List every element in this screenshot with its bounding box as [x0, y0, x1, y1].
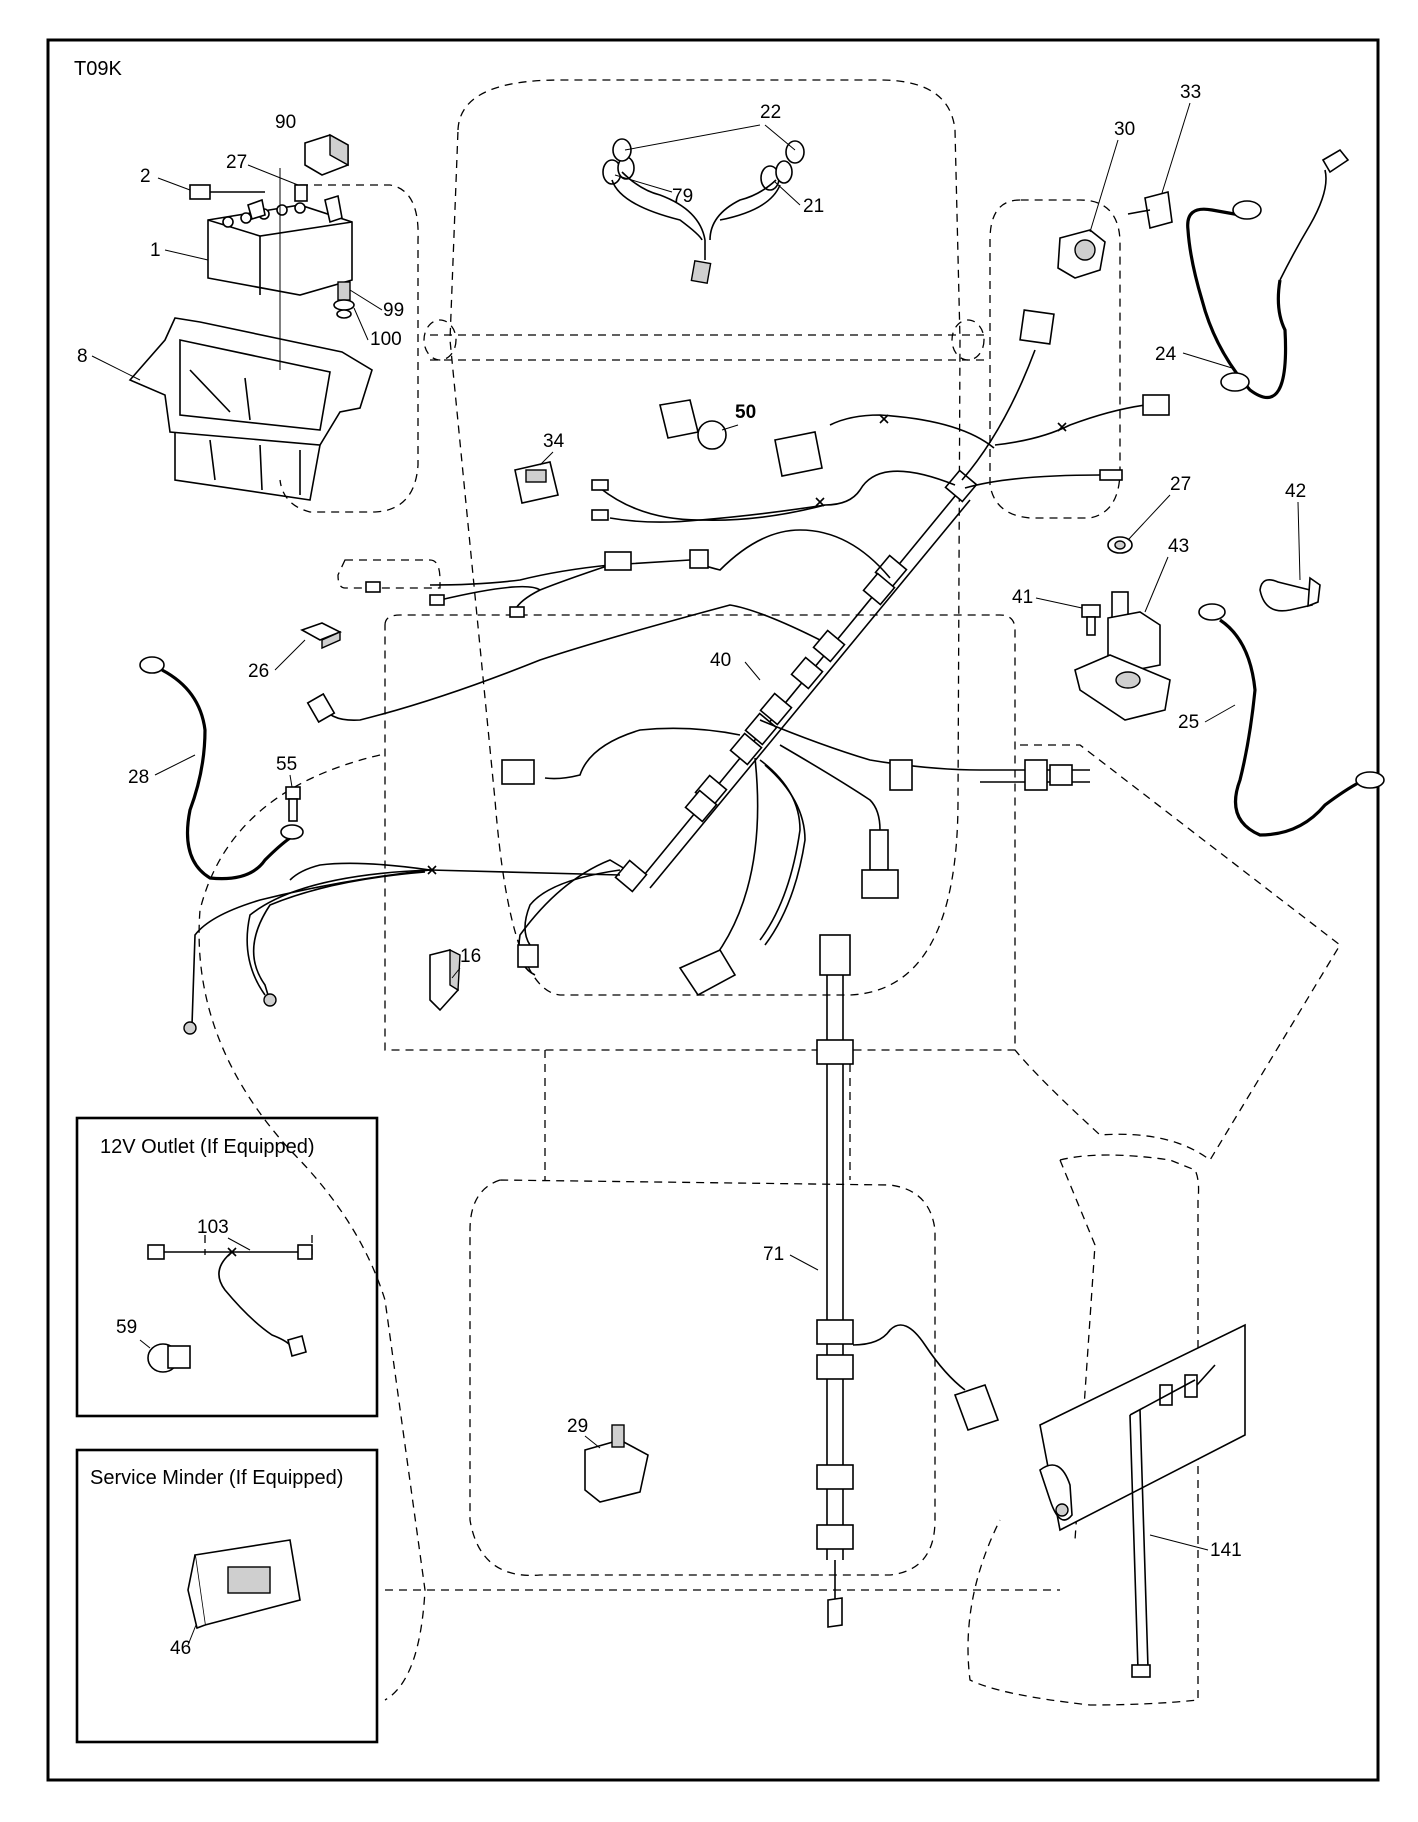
- relay-icon: [429, 948, 461, 1012]
- battery-tray-icon: [128, 317, 373, 501]
- callout-label-42: 42: [1285, 481, 1306, 502]
- inset-12v-outlet: 12V Outlet (If Equipped): [75, 1116, 379, 1418]
- callout-label-50: 50: [735, 402, 756, 423]
- starter-solenoid-icon: [1074, 591, 1171, 721]
- callout-label-27b: 27: [1170, 474, 1191, 495]
- rocker-switch-icon: [514, 461, 559, 504]
- callout-label-71: 71: [763, 1244, 784, 1265]
- callout-label-27a: 27: [226, 152, 247, 173]
- callout-label-99: 99: [383, 300, 404, 321]
- callout-label-16: 16: [460, 946, 481, 967]
- service-box-title: Service Minder (If Equipped): [90, 1467, 343, 1489]
- splice-marks: [227, 414, 1067, 1257]
- callout-label-8: 8: [77, 346, 88, 367]
- callout-label-22: 22: [760, 102, 781, 123]
- callout-label-46: 46: [170, 1638, 191, 1659]
- inset-service-minder: Service Minder (If Equipped): [75, 1448, 379, 1744]
- callouts: 90 2 27 1 99 100 8 22 79 21 30 33 24 50 …: [77, 82, 1306, 1659]
- solenoid-bolt-icon: [1081, 604, 1101, 636]
- ground-cable-28-icon: [139, 656, 304, 881]
- callout-label-100: 100: [370, 329, 402, 350]
- callout-label-34: 34: [543, 431, 565, 452]
- tray-bolt-icon: [333, 281, 355, 319]
- headlight-plug-icon: [690, 259, 712, 285]
- callout-label-40: 40: [710, 650, 731, 671]
- ignition-switch-icon: [1057, 229, 1106, 279]
- callout-label-43: 43: [1168, 536, 1189, 557]
- callout-label-28: 28: [128, 767, 149, 788]
- callout-label-24: 24: [1155, 344, 1177, 365]
- callout-label-59: 59: [116, 1317, 137, 1338]
- harness-top-connector-icon: [1019, 309, 1055, 345]
- callout-label-141: 141: [1210, 1540, 1242, 1561]
- outlet-harness-103-icon: [147, 1244, 313, 1357]
- battery-nut-icon: [294, 184, 308, 202]
- ignition-key-icon: [1127, 190, 1173, 230]
- service-bracket-141-icon: [1039, 1323, 1246, 1678]
- callout-label-29: 29: [567, 1416, 588, 1437]
- rear-harness-71: [816, 934, 1000, 1628]
- pto-switch-icon: [659, 399, 727, 450]
- callout-label-79: 79: [672, 186, 693, 207]
- callout-label-25: 25: [1178, 712, 1199, 733]
- callout-label-33: 33: [1180, 82, 1201, 103]
- battery-group: [128, 133, 373, 501]
- main-harness-40: [246, 309, 1170, 997]
- callout-label-21: 21: [803, 196, 824, 217]
- callout-label-1: 1: [150, 240, 161, 261]
- battery-cable-24-icon: [1186, 148, 1350, 400]
- fuse-icon: [300, 622, 342, 650]
- outlet-box-title: 12V Outlet (If Equipped): [100, 1136, 315, 1158]
- service-minder-46-icon: [187, 1539, 301, 1630]
- misc-parts: [139, 399, 1385, 1503]
- callout-label-2: 2: [140, 166, 151, 187]
- callout-label-26: 26: [248, 661, 269, 682]
- diagram-frame: [46, 38, 1380, 1782]
- callout-label-55: 55: [276, 754, 297, 775]
- callout-label-30: 30: [1114, 119, 1135, 140]
- diagram-code: T09K: [74, 58, 122, 80]
- callout-label-103: 103: [197, 1217, 229, 1238]
- nut-right-icon: [1107, 536, 1133, 554]
- terminal-boot-icon: [1259, 576, 1321, 612]
- ground-screw-icon: [285, 786, 301, 822]
- callout-label-90: 90: [275, 112, 296, 133]
- headlight-right-icon: [760, 140, 805, 191]
- headlight-left-icon: [602, 138, 635, 185]
- power-outlet-59-icon: [147, 1343, 191, 1373]
- headlight-harness-group: [602, 138, 805, 285]
- battery-cable-25-icon: [1198, 603, 1385, 837]
- seat-switch-icon: [584, 1424, 649, 1503]
- battery-terminal-cover-icon: [304, 133, 349, 176]
- battery-bolt-icon: [189, 184, 265, 200]
- callout-label-41: 41: [1012, 587, 1033, 608]
